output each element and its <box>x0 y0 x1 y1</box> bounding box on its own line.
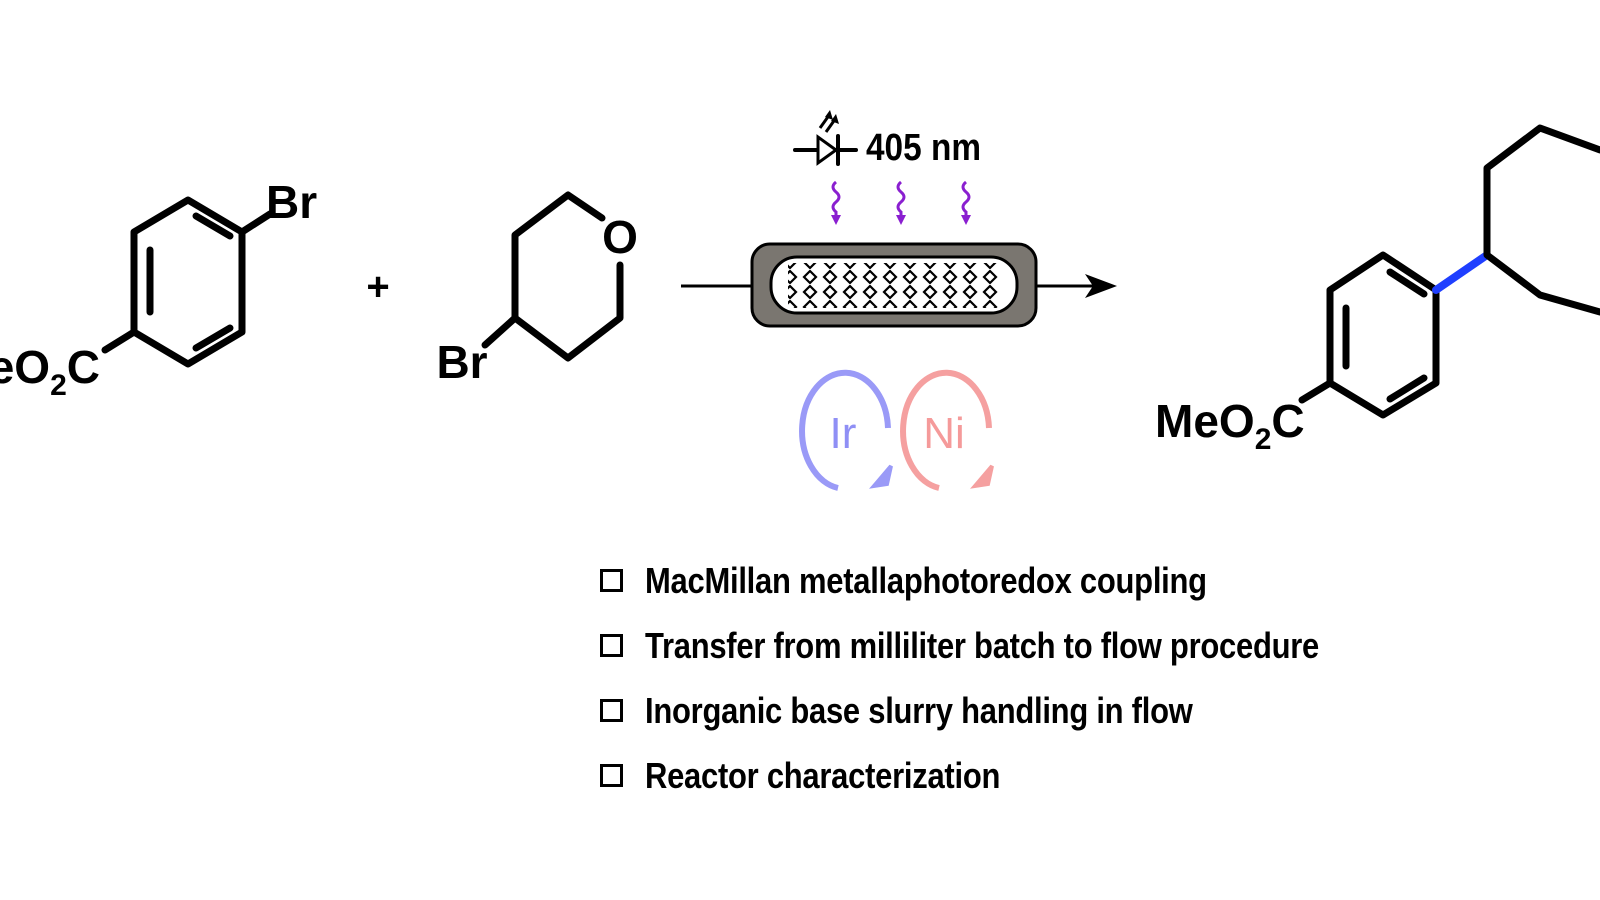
iridium-cycle-icon: Ir <box>799 369 893 491</box>
light-arrow-icons <box>831 180 971 225</box>
packed-bed <box>788 263 1002 308</box>
reactant-bromotetrahydropyran: O Br <box>436 191 638 388</box>
wavelength-label: 405 nm <box>866 127 981 169</box>
list-item-text: Inorganic base slurry handling in flow <box>645 689 1193 731</box>
checkbox-icon <box>600 699 623 722</box>
bromine-label-2: Br <box>436 336 487 388</box>
product-molecule: MeO2C <box>1155 124 1600 456</box>
nickel-cycle-icon: Ni <box>900 369 994 491</box>
catalyst-ir-label: Ir <box>830 409 857 458</box>
catalyst-ni-label: Ni <box>923 409 965 458</box>
bromine-label: Br <box>266 176 317 228</box>
feature-list: MacMillan metallaphotoredox coupling Tra… <box>600 548 1429 808</box>
led-icon <box>793 110 858 166</box>
reaction-arrow-icon <box>1085 274 1117 298</box>
list-item-text: Reactor characterization <box>645 754 1001 796</box>
oxygen-label: O <box>602 211 638 263</box>
ester-label: MeO2C <box>0 341 100 402</box>
plus-sign: + <box>366 265 389 309</box>
checkbox-icon <box>600 764 623 787</box>
new-cc-bond <box>1432 251 1491 294</box>
list-item-text: Transfer from milliliter batch to flow p… <box>645 624 1320 666</box>
checkbox-icon <box>600 634 623 657</box>
flow-reactor-conditions: 405 nm Ir Ni <box>681 110 1117 491</box>
list-item: Transfer from milliliter batch to flow p… <box>600 613 1429 678</box>
list-item: Inorganic base slurry handling in flow <box>600 678 1429 743</box>
list-item-text: MacMillan metallaphotoredox coupling <box>645 559 1207 601</box>
reactant-aryl-bromide: Br MeO2C <box>0 176 317 402</box>
checkbox-icon <box>600 569 623 592</box>
list-item: Reactor characterization <box>600 743 1429 808</box>
product-ester-label: MeO2C <box>1155 395 1305 456</box>
list-item: MacMillan metallaphotoredox coupling <box>600 548 1429 613</box>
